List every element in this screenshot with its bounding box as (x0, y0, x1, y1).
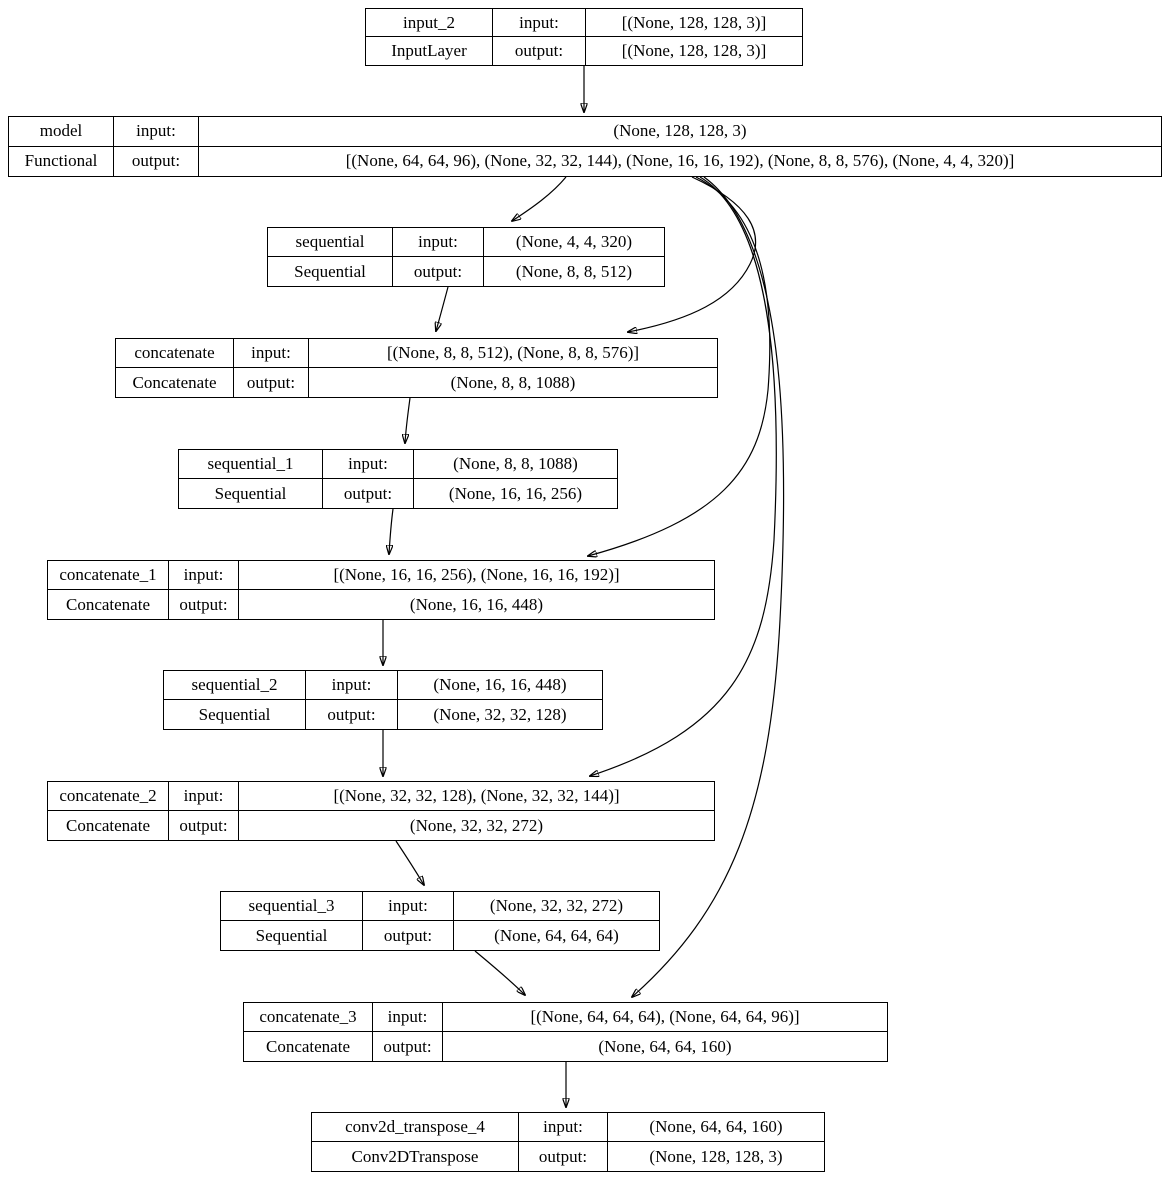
edge-sequential1-to-concatenate1 (389, 508, 394, 554)
output-label: output: (169, 590, 239, 619)
input-shape: [(None, 64, 64, 64), (None, 64, 64, 96)] (443, 1003, 887, 1032)
input-shape: (None, 128, 128, 3) (199, 117, 1161, 147)
input-shape: (None, 64, 64, 160) (608, 1113, 824, 1142)
layer-type: Sequential (179, 479, 323, 508)
output-shape: (None, 64, 64, 64) (494, 925, 619, 945)
input-shape: [(None, 16, 16, 256), (None, 16, 16, 192… (239, 561, 714, 590)
node-model: model input: (None, 128, 128, 3) Functio… (8, 116, 1162, 177)
node-concatenate-1: concatenate_1 input: [(None, 16, 16, 256… (47, 560, 715, 620)
input-shape: (None, 8, 8, 1088) (414, 450, 617, 479)
input-shape: [(None, 128, 128, 3)] (586, 9, 802, 37)
layer-type: Concatenate (48, 590, 169, 619)
layer-type: InputLayer (366, 37, 493, 65)
output-shape: [(None, 128, 128, 3)] (621, 41, 767, 60)
output-shape: (None, 16, 16, 448) (409, 594, 544, 614)
node-sequential-1: sequential_1 input: (None, 8, 8, 1088) S… (178, 449, 618, 509)
output-label: output: (306, 700, 398, 729)
input-shape: (None, 32, 32, 272) (454, 892, 659, 921)
output-label: output: (493, 37, 586, 65)
layer-name: conv2d_transpose_4 (312, 1113, 519, 1142)
output-shape: (None, 128, 128, 3) (649, 1146, 783, 1166)
output-label: output: (169, 811, 239, 840)
output-label: output: (393, 257, 484, 286)
node-sequential-2: sequential_2 input: (None, 16, 16, 448) … (163, 670, 603, 730)
node-concatenate-2: concatenate_2 input: [(None, 32, 32, 128… (47, 781, 715, 841)
node-concatenate: concatenate input: [(None, 8, 8, 512), (… (115, 338, 718, 398)
layer-name: concatenate_2 (48, 782, 169, 811)
layer-type: Sequential (221, 921, 363, 950)
output-label: output: (519, 1142, 608, 1171)
input-label: input: (519, 1113, 608, 1142)
layer-type: Concatenate (244, 1032, 373, 1061)
input-label: input: (169, 561, 239, 590)
output-label: output: (234, 368, 309, 397)
layer-type: Sequential (268, 257, 393, 286)
layer-type: Sequential (164, 700, 306, 729)
output-label: output: (114, 146, 199, 176)
input-label: input: (363, 892, 454, 921)
layer-name: model (9, 117, 114, 147)
input-shape: [(None, 8, 8, 512), (None, 8, 8, 576)] (309, 339, 717, 368)
output-shape: [(None, 64, 64, 96), (None, 32, 32, 144)… (345, 151, 1015, 171)
edge-model-to-concatenate3 (632, 176, 785, 997)
output-shape: (None, 64, 64, 160) (598, 1036, 732, 1056)
node-sequential: sequential input: (None, 4, 4, 320) Sequ… (267, 227, 665, 287)
edge-concatenate2-to-sequential3 (395, 840, 424, 885)
layer-name: sequential_1 (179, 450, 323, 479)
input-shape: [(None, 32, 32, 128), (None, 32, 32, 144… (239, 782, 714, 811)
edge-model-to-concatenate2 (590, 176, 777, 776)
output-shape: (None, 8, 8, 1088) (450, 372, 576, 392)
output-label: output: (373, 1032, 443, 1061)
layer-name: input_2 (366, 9, 493, 37)
output-shape: (None, 32, 32, 272) (409, 815, 544, 835)
node-concatenate-3: concatenate_3 input: [(None, 64, 64, 64)… (243, 1002, 888, 1062)
layer-type: Concatenate (116, 368, 234, 397)
input-label: input: (373, 1003, 443, 1032)
edge-model-to-concatenate1 (588, 176, 771, 556)
layer-type: Concatenate (48, 811, 169, 840)
input-label: input: (493, 9, 586, 37)
input-label: input: (234, 339, 309, 368)
output-label: output: (323, 479, 414, 508)
edge-concatenate-to-sequential1 (405, 397, 411, 443)
node-input-2: input_2 input: [(None, 128, 128, 3)] Inp… (365, 8, 803, 66)
input-label: input: (393, 228, 484, 257)
input-label: input: (169, 782, 239, 811)
edge-model-to-concatenate (628, 176, 757, 332)
node-conv2d-transpose-4: conv2d_transpose_4 input: (None, 64, 64,… (311, 1112, 825, 1172)
output-shape: (None, 16, 16, 256) (448, 483, 583, 503)
layer-name: sequential_3 (221, 892, 363, 921)
node-sequential-3: sequential_3 input: (None, 32, 32, 272) … (220, 891, 660, 951)
layer-name: concatenate (116, 339, 234, 368)
edge-model-to-sequential (512, 176, 567, 221)
layer-name: concatenate_3 (244, 1003, 373, 1032)
edge-sequential3-to-concatenate3 (474, 950, 525, 995)
layer-name: concatenate_1 (48, 561, 169, 590)
output-shape: (None, 32, 32, 128) (433, 704, 567, 724)
layer-type: Functional (9, 146, 114, 176)
input-label: input: (114, 117, 199, 147)
edge-sequential-to-concatenate (436, 286, 449, 331)
output-shape: (None, 8, 8, 512) (515, 261, 633, 281)
layer-name: sequential_2 (164, 671, 306, 700)
input-shape: (None, 4, 4, 320) (484, 228, 664, 257)
input-shape: (None, 16, 16, 448) (398, 671, 602, 700)
layer-name: sequential (268, 228, 393, 257)
input-label: input: (306, 671, 398, 700)
output-label: output: (363, 921, 454, 950)
layer-type: Conv2DTranspose (312, 1142, 519, 1171)
input-label: input: (323, 450, 414, 479)
